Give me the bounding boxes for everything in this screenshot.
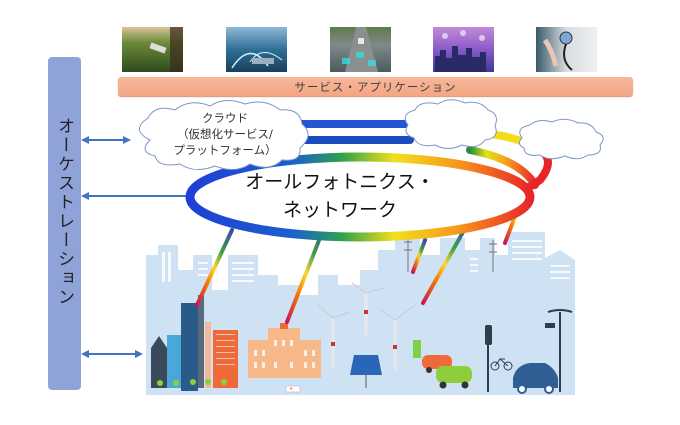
service-photos (122, 27, 597, 72)
electric-car-green-icon (436, 366, 472, 389)
arrow-to-city (81, 350, 143, 358)
office-buildings-icon (151, 295, 238, 391)
cloud-icon-3 (518, 118, 604, 160)
smart-port-photo (226, 27, 287, 72)
orchestration-bar: オーケストレーション (48, 57, 81, 390)
solar-panel-icon (350, 355, 382, 388)
traffic-light-icon (485, 325, 492, 392)
cloud-icon-main (139, 100, 309, 170)
smart-agriculture-photo (122, 27, 183, 72)
network-label-line1: オールフォトニクス・ (245, 171, 435, 193)
orchestration-arrows (81, 136, 190, 358)
orchestration-label: オーケストレーション (54, 117, 74, 307)
autonomous-traffic-photo (330, 27, 391, 72)
telemedicine-photo (536, 27, 597, 72)
hospital-icon (248, 323, 321, 378)
service-application-bar: サービス・アプリケーション (118, 77, 633, 96)
arrow-to-network (81, 192, 190, 200)
ambulance-icon: + (285, 385, 301, 393)
service-application-label: サービス・アプリケーション (294, 79, 457, 94)
wind-turbines-icon (317, 282, 416, 370)
cloud-icon-2 (404, 99, 497, 149)
ev-charger-icon (413, 340, 421, 358)
autonomous-car-icon (513, 363, 558, 394)
street-camera-icon (545, 309, 573, 392)
network-label-line2: ネットワーク (282, 199, 397, 221)
arrow-to-cloud (81, 136, 131, 144)
cloud-label: クラウド （仮想化サービス/ プラットフォーム） (150, 110, 300, 158)
cloud-label-line3: プラットフォーム） (173, 143, 277, 157)
cell-tower-icon (404, 238, 497, 272)
bicycle-icon (490, 358, 513, 371)
smart-city-illustration: + (146, 232, 575, 395)
network-label: オールフォトニクス・ ネットワーク (240, 168, 440, 224)
svg-text:+: + (289, 386, 293, 392)
cloud-label-line1: クラウド (202, 111, 248, 125)
all-photonics-network-ring (185, 152, 535, 242)
smart-city-photo (433, 27, 494, 72)
cloud-label-line2: （仮想化サービス/ (177, 127, 273, 141)
